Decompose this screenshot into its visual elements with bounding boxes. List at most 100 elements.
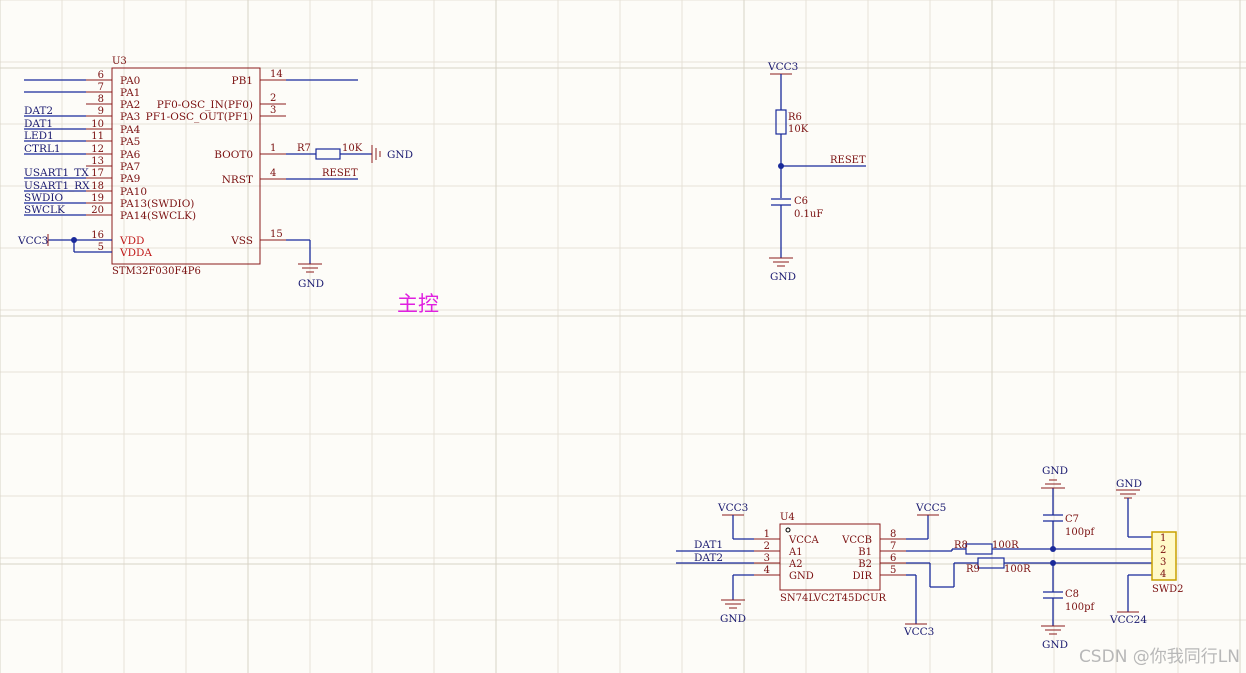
u3-pin-name: PB1 [232,75,253,87]
u3-net-label: LED1 [24,130,54,142]
swd2-pin-num: 4 [1160,569,1166,580]
u3-pin-num: 1 [270,143,276,154]
c8-value: 100pf [1065,602,1095,613]
u4-gnd-label: GND [720,613,746,625]
r9-value: 100R [1004,564,1031,575]
u4-vcca-label: VCC3 [717,502,748,514]
u3-pin-num: 15 [270,229,283,240]
reset-circuit[interactable]: VCC3 R6 10K RESET C6 0.1uF GND [767,61,866,283]
r7-gnd-label: GND [387,149,413,161]
u3-net-label: SWDIO [24,192,64,204]
u4-pin-num: 8 [890,529,896,540]
u4-body [779,523,881,591]
swd2-pin-num: 1 [1160,533,1166,544]
u3-gnd-label: GND [298,278,324,290]
u3-pin-num: 11 [91,131,104,142]
u3-pin-name: PA6 [120,149,141,161]
u4-pin-name: VCCB [841,535,872,546]
swd2-pin-num: 3 [1160,557,1166,568]
u3-vcc-label: VCC3 [17,235,48,247]
section-title: 主控 [397,292,439,316]
u3-net-label: DAT2 [24,105,53,117]
u3-reset-net: RESET [322,168,358,179]
u3-pin-name: PA10 [120,186,147,198]
r8-ref: R8 [954,540,968,551]
u3-pin-num: 18 [91,181,104,192]
c7-value: 100pf [1065,527,1095,538]
u4-pin-name: A2 [788,559,803,570]
u4-pin-num: 6 [890,553,896,564]
u4-pin-num: 3 [764,553,770,564]
c6-ref: C6 [794,196,808,207]
c6-value: 0.1uF [794,209,823,220]
swd2-gnd-label: GND [1116,478,1142,490]
swd2-pin-num: 2 [1160,545,1166,556]
u3-pin-num: 13 [91,156,104,167]
u3-pin-name: PF1-OSC_OUT(PF1) [146,111,253,123]
r9-ref: R9 [966,564,980,575]
u4-part: SN74LVC2T45DCUR [780,593,887,604]
reset-vcc-label: VCC3 [767,61,798,73]
u3-net-label: USART1_TX [24,167,89,179]
r7-value: 10K [342,143,363,154]
r8-value: 100R [992,540,1019,551]
c7-ref: C7 [1065,514,1079,525]
u3-pin-name: VSS [230,235,253,247]
r7-ref: R7 [297,143,311,154]
u3-pin-num: 9 [98,106,104,117]
u3-part: STM32F030F4P6 [112,266,201,277]
u3-pin-num: 5 [98,242,104,253]
u4-vccb-label: VCC5 [915,502,946,514]
reset-gnd-label: GND [770,271,796,283]
u3-net-label: DAT1 [24,118,53,130]
u3-pin-name: PA13(SWDIO) [120,198,194,210]
u4-pin-name: GND [789,571,814,582]
u4-pin-num: 2 [764,541,770,552]
u4-pin-num: 4 [764,565,770,576]
u3-pin-name: PA3 [120,111,140,123]
u4-pin-num: 7 [890,541,896,552]
u3-pin-num: 8 [98,94,104,105]
u4-pin-num: 5 [890,565,896,576]
u4-pin-num: 1 [764,529,770,540]
u4-pin-name: VCCA [788,535,820,546]
u4-pin-name: B1 [858,547,872,558]
u4-pin-name: DIR [853,571,873,582]
u3-pin-name: NRST [222,174,253,186]
u4-net-dat1: DAT1 [694,539,723,551]
u3-pin-num: 10 [91,119,104,130]
r6-ref: R6 [788,112,802,123]
u3-pin-num: 20 [91,205,104,216]
u3-pin-num: 12 [91,144,104,155]
u3-pin-num: 17 [91,168,104,179]
swd2-vcc-label: VCC24 [1109,614,1147,626]
u4-pin-name: B2 [858,559,872,570]
u3-pin-num: 4 [270,168,276,179]
u3-pin-name: PA0 [120,75,140,87]
r6-value: 10K [788,124,809,135]
u3-pin-name: VDDA [119,247,152,259]
u3-pin-name: PA9 [120,173,140,185]
u3-pin-name: PA2 [120,99,140,111]
u3-pin-num: 3 [270,105,276,116]
u3-pin-num: 19 [91,193,104,204]
u3-pin-num: 14 [270,69,283,80]
u3-pin-name: PA14(SWCLK) [120,210,196,222]
u3-pin-num: 7 [98,82,104,93]
u3-right-pins: 14PB12PF0-OSC_IN(PF0)3PF1-OSC_OUT(PF1)1B… [146,69,286,247]
c7-gnd-label: GND [1042,465,1068,477]
c8-gnd-label: GND [1042,639,1068,651]
u4-pin-name: A1 [788,547,803,558]
u4-net-dat2: DAT2 [694,552,723,564]
u3-net-label: SWCLK [24,204,65,216]
u3-pin-num: 2 [270,93,276,104]
u3-pin-name: PA7 [120,161,140,173]
u3-pin-name: PA4 [120,124,141,136]
